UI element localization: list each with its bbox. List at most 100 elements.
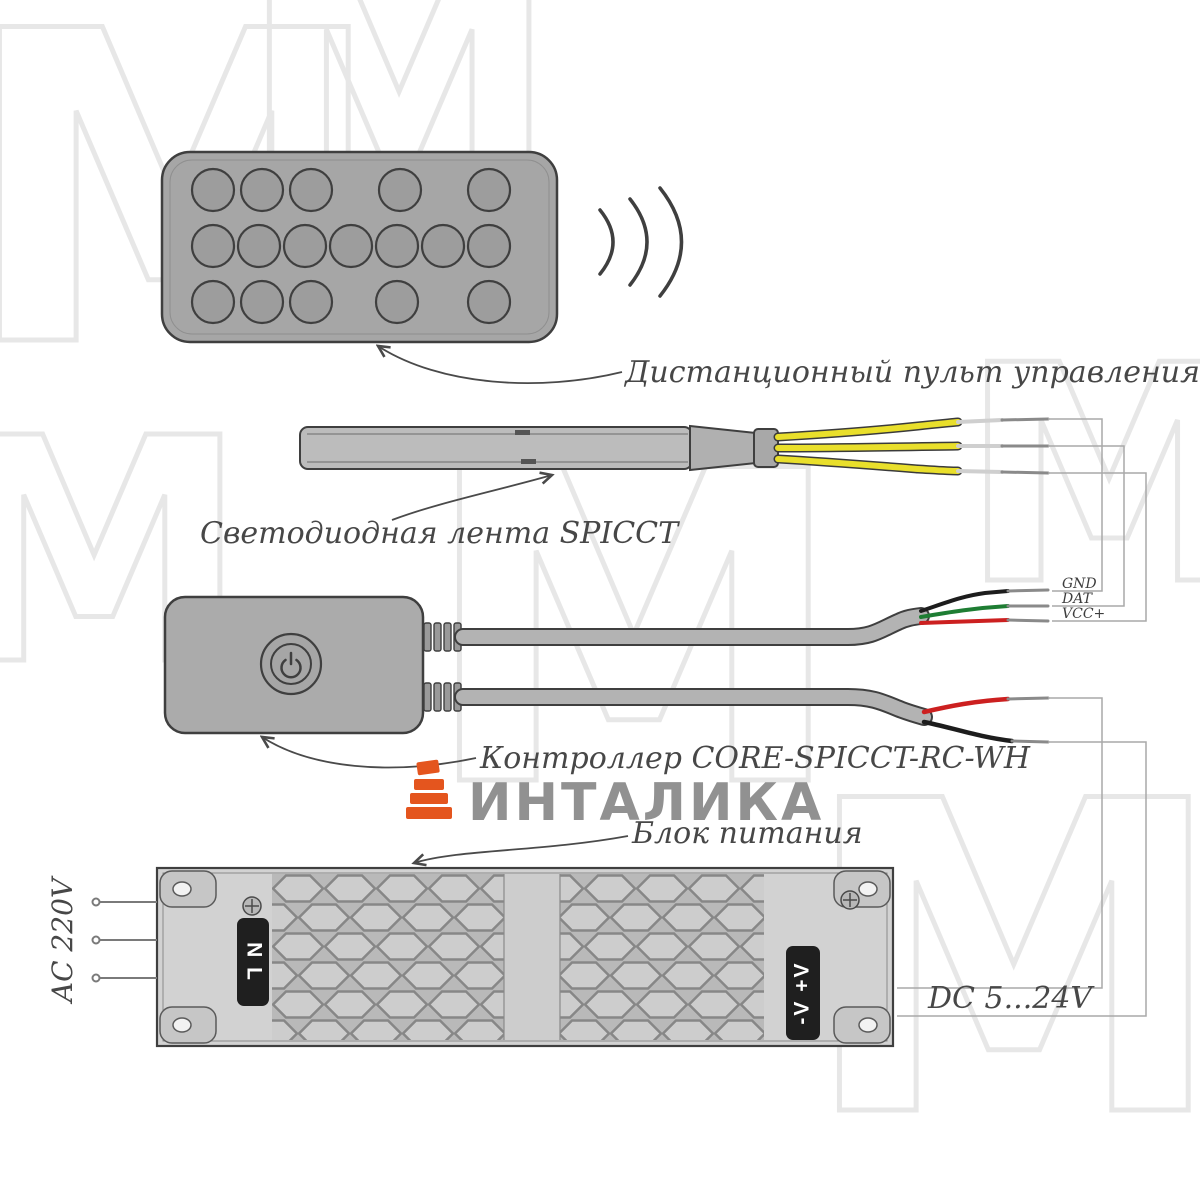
strip-wire-stripped — [956, 469, 1004, 474]
remote-label: Дистанционный пульт управления — [623, 355, 1200, 390]
strip-wire-yellow — [775, 456, 961, 474]
signal-arc — [658, 186, 684, 298]
mounting-hole — [858, 1017, 878, 1033]
route-line-dat — [1048, 445, 1125, 607]
remote-button — [420, 223, 466, 269]
psu-pointer-line — [414, 835, 629, 863]
psu-mounting-ears — [159, 870, 891, 1044]
remote-button — [190, 223, 236, 269]
power-supply-unit: N L -V +V — [155, 866, 895, 1048]
mounting-hole — [858, 881, 878, 897]
gland-rib — [433, 682, 442, 712]
remote-buttons — [190, 167, 512, 325]
gnd-wire-label: GND — [1062, 576, 1097, 592]
remote-button — [466, 167, 512, 213]
remote-button — [328, 223, 374, 269]
controller-label: Контроллер CORE-SPICCT-RC-WH — [479, 741, 1031, 776]
gland-rib — [433, 622, 442, 652]
remote-button — [377, 167, 423, 213]
wire-pin — [1006, 696, 1050, 701]
wire-pin — [1010, 739, 1050, 744]
route-line-dc-plus — [897, 697, 1103, 989]
strip-wire-pin — [1000, 470, 1050, 475]
power-icon — [280, 651, 302, 679]
remote-button — [239, 167, 285, 213]
ac-input-label: AC 220V — [46, 875, 79, 1005]
gland-rib — [423, 622, 432, 652]
wire-vminus — [921, 719, 1015, 744]
output-terminal-block — [786, 946, 820, 1040]
cable-glands — [423, 622, 462, 712]
cable-sheath — [456, 690, 931, 724]
logo-book — [410, 793, 448, 804]
strip-label: Светодиодная лента SPICCT — [200, 516, 680, 551]
remote-button — [236, 223, 282, 269]
controller-top-cable — [454, 588, 1050, 646]
dc-output-label: DC 5...24V — [927, 981, 1095, 1016]
ac-wire-terminal — [91, 973, 101, 983]
strip-body — [299, 426, 693, 470]
controller: GND DAT VCC+ — [163, 576, 1105, 744]
strip-wire-pin — [1000, 417, 1050, 422]
psu-center-band — [504, 874, 560, 1040]
ac-wire-terminal — [91, 897, 101, 907]
controller-power-cable — [454, 688, 1050, 744]
wireless-signal-icon — [598, 186, 684, 298]
route-line-gnd — [1048, 418, 1103, 592]
remote-button — [282, 223, 328, 269]
input-terminal-block — [237, 918, 269, 1006]
ac-wire-terminal — [91, 935, 101, 945]
intalika-logo: ИНТАЛИКА — [406, 759, 824, 833]
wire-vplus — [921, 696, 1011, 715]
strip-solder-pad — [521, 459, 536, 464]
signal-arc — [598, 208, 615, 276]
signal-routing-lines — [1048, 418, 1147, 622]
screw-cross — [843, 893, 857, 907]
screw-cross — [245, 899, 259, 913]
logo-book-top — [416, 759, 440, 776]
gland-rib — [423, 682, 432, 712]
signal-arc — [628, 197, 649, 287]
remote-button — [288, 167, 334, 213]
logo-mark-icon — [406, 759, 452, 819]
dat-wire-label: DAT — [1061, 591, 1094, 607]
strip-end-taper — [689, 424, 757, 472]
power-icon-arc — [280, 658, 302, 679]
psu-screws — [242, 890, 860, 916]
psu-inner-edge — [162, 872, 888, 1042]
ac-input-wires — [91, 897, 157, 983]
remote-button — [466, 279, 512, 325]
remote-button — [466, 223, 512, 269]
strip-wire-yellow — [775, 443, 961, 451]
remote-body-inner-edge — [169, 159, 550, 335]
logo-text: ИНТАЛИКА — [468, 773, 824, 833]
power-routing-lines — [897, 697, 1147, 1017]
strip-wire-stripped — [956, 418, 1004, 424]
psu-label: Блок питания — [631, 816, 863, 851]
remote-button — [190, 167, 236, 213]
cable-sheath — [456, 609, 928, 644]
vcc-wire-label: VCC+ — [1062, 606, 1105, 622]
gland-rib — [443, 682, 452, 712]
remote-button — [288, 279, 334, 325]
wire-dat — [919, 604, 1010, 619]
output-terminal-label: -V +V — [791, 961, 814, 1024]
wire-gnd — [919, 589, 1010, 613]
wire-pin — [1006, 618, 1050, 623]
route-line-vcc — [1048, 472, 1147, 622]
strip-pointer-line — [391, 475, 552, 521]
remote-button — [190, 279, 236, 325]
led-strip — [299, 417, 1050, 476]
remote-button — [374, 223, 420, 269]
controller-pointer-line — [262, 737, 477, 769]
remote-button — [374, 279, 420, 325]
logo-book — [406, 807, 452, 819]
remote-button — [239, 279, 285, 325]
strip-solder-pad — [515, 430, 530, 435]
watermark-m: M — [960, 302, 1200, 651]
remote-control — [160, 150, 684, 344]
strip-wire-yellow — [775, 419, 961, 440]
logo-book — [414, 779, 444, 790]
